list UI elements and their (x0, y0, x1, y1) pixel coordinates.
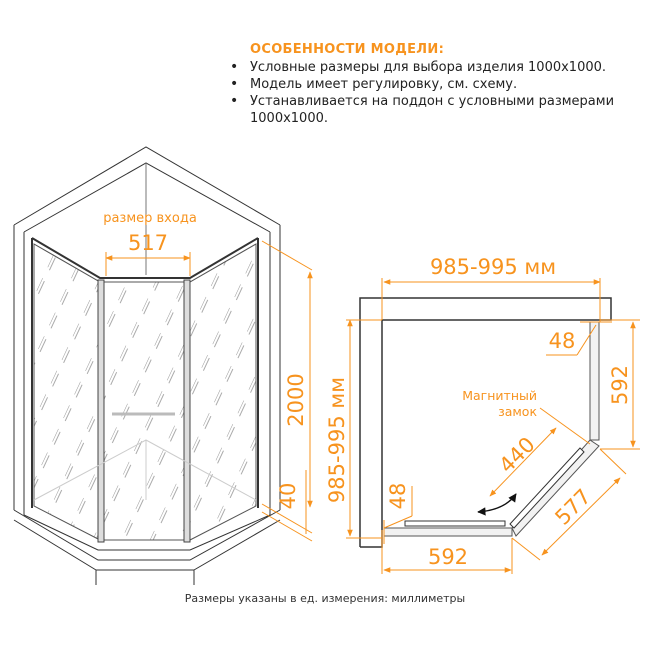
features-title: ОСОБЕННОСТИ МОДЕЛИ: (250, 42, 445, 57)
perspective-dimensions (105, 240, 313, 542)
features-list: Условные размеры для выбора изделия 1000… (228, 59, 648, 127)
wall-profile-left: 48 (386, 483, 410, 510)
feature-item: Модель имеет регулировку, см. схему. (230, 76, 648, 93)
units-footnote: Размеры указаны в ед. измерения: миллиме… (184, 592, 466, 605)
tray-height-dimension: 40 (276, 483, 300, 510)
right-side-length: 592 (608, 365, 632, 405)
bottom-side-length: 592 (428, 545, 468, 569)
model-features: ОСОБЕННОСТИ МОДЕЛИ: Условные размеры для… (228, 42, 648, 127)
door-swing-arrow-icon (477, 493, 517, 516)
plan-width-dimension: 985-995 мм (430, 255, 556, 279)
magnet-label-line2: замок (498, 404, 537, 419)
entrance-width: 517 (128, 231, 168, 255)
perspective-view (13, 146, 281, 585)
feature-item: Условные размеры для выбора изделия 1000… (230, 59, 648, 76)
feature-item: Устанавливается на поддон с условными ра… (230, 93, 648, 127)
entrance-label: размер входа (103, 211, 197, 226)
door-width: 440 (494, 432, 539, 477)
wall-profile-top: 48 (549, 329, 576, 353)
magnet-label-line1: Магнитный (462, 388, 537, 403)
plan-dimensions (346, 278, 640, 574)
height-dimension: 2000 (284, 373, 308, 426)
plan-depth-dimension: 985-995 мм (325, 377, 349, 503)
